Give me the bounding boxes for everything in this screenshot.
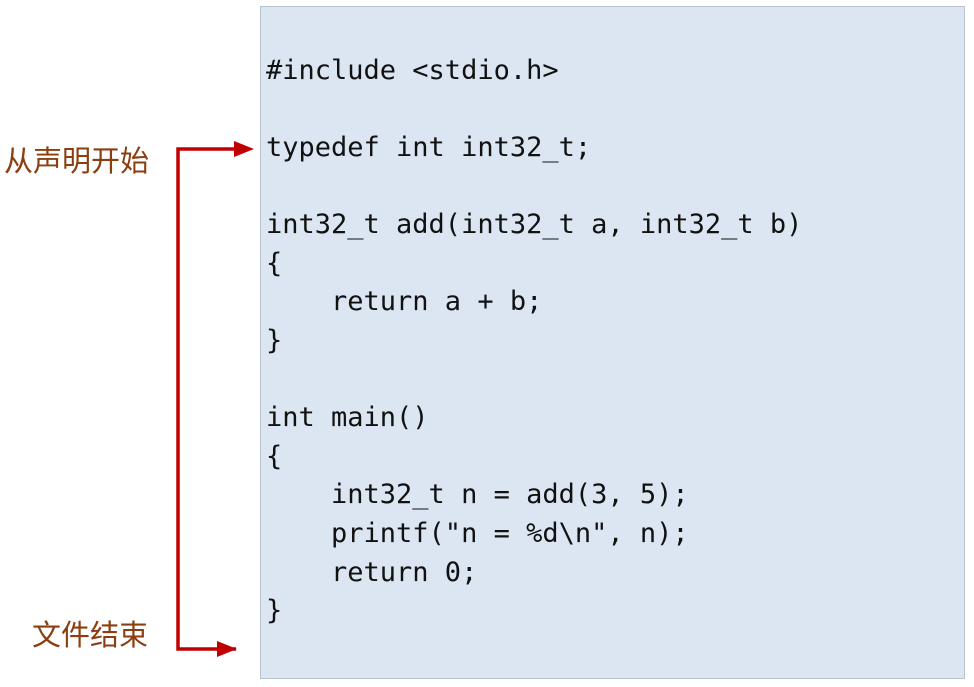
code-line: int main() [266,402,429,433]
start-annotation-label: 从声明开始 [4,144,150,178]
code-line: { [266,441,283,472]
code-line: } [266,325,283,356]
code-line: int32_t n = add(3, 5); [266,479,689,510]
code-line: { [266,248,283,279]
code-line: printf("n = %d\n", n); [266,518,689,549]
start-arrowhead-icon [234,141,254,157]
code-line: return 0; [266,557,478,588]
code-line: } [266,595,283,626]
code-line: #include <stdio.h> [266,55,559,86]
flow-arrow-line [176,147,236,651]
code-line: return a + b; [266,286,543,317]
code-line: int32_t add(int32_t a, int32_t b) [266,209,803,240]
code-line: typedef int int32_t; [266,132,592,163]
code-panel [260,6,965,679]
end-annotation-label: 文件结束 [32,618,149,652]
end-arrowhead-icon [217,641,237,657]
